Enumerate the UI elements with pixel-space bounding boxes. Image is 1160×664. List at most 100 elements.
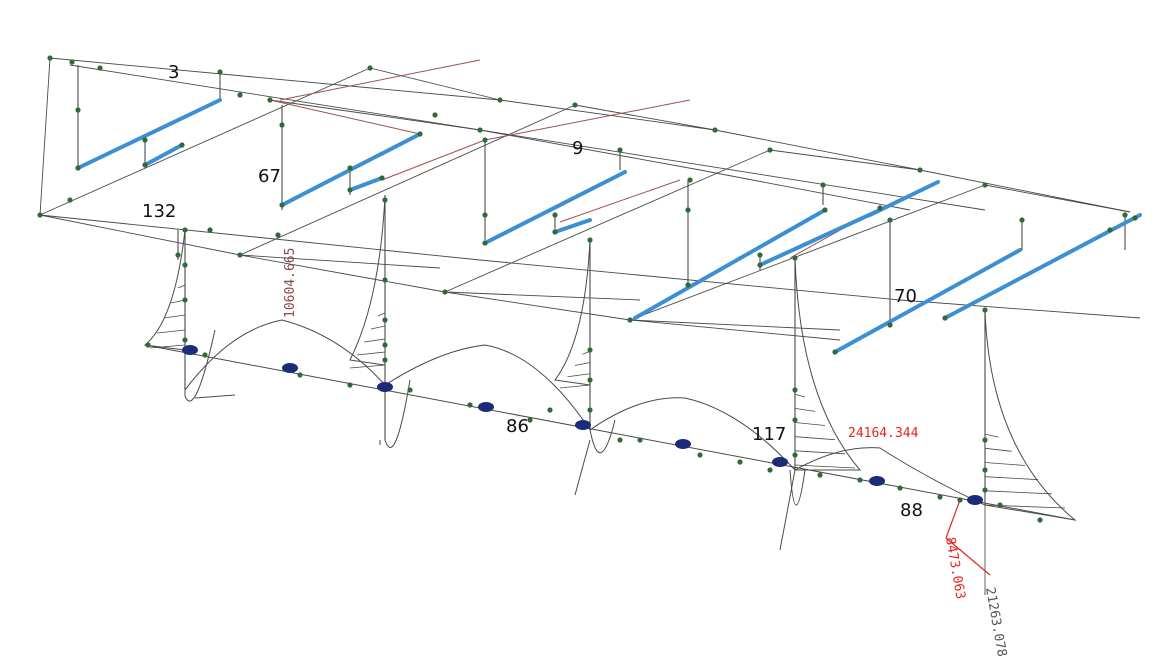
frame-edge bbox=[479, 259, 901, 301]
node bbox=[637, 437, 643, 443]
node bbox=[442, 289, 448, 295]
hatch-line bbox=[574, 362, 591, 366]
node bbox=[857, 477, 863, 483]
node bbox=[1132, 215, 1138, 221]
moment-curve bbox=[984, 309, 1077, 521]
node bbox=[182, 262, 188, 268]
node bbox=[347, 187, 353, 193]
hatch-line bbox=[156, 329, 186, 334]
node bbox=[417, 131, 423, 137]
frame-edge bbox=[39, 214, 481, 261]
node bbox=[757, 252, 763, 258]
node bbox=[145, 342, 151, 348]
node bbox=[552, 212, 558, 218]
node bbox=[832, 349, 838, 355]
node bbox=[482, 137, 488, 143]
node bbox=[217, 69, 223, 75]
node bbox=[897, 485, 903, 491]
node bbox=[37, 212, 43, 218]
node bbox=[587, 407, 593, 413]
hatch-line bbox=[377, 312, 386, 317]
moment-curve bbox=[554, 239, 591, 386]
node bbox=[482, 240, 488, 246]
member-label-9: 9 bbox=[572, 138, 583, 159]
node bbox=[382, 197, 388, 203]
hatch-line bbox=[984, 462, 1026, 466]
node bbox=[685, 207, 691, 213]
node bbox=[382, 317, 388, 323]
node bbox=[1019, 217, 1025, 223]
frame-edge bbox=[369, 67, 501, 101]
node bbox=[552, 229, 558, 235]
member-label-70: 70 bbox=[894, 286, 917, 307]
node bbox=[142, 137, 148, 143]
moment-curve bbox=[789, 469, 806, 506]
hatch-line bbox=[349, 364, 386, 369]
node bbox=[982, 437, 988, 443]
member-label-3: 3 bbox=[168, 62, 179, 83]
hatch-line bbox=[794, 407, 816, 412]
node bbox=[182, 227, 188, 233]
node bbox=[75, 107, 81, 113]
node bbox=[1037, 517, 1043, 523]
node bbox=[1107, 227, 1113, 233]
node bbox=[820, 182, 826, 188]
support-pin bbox=[478, 402, 494, 412]
frame-edge bbox=[714, 129, 921, 171]
node bbox=[182, 337, 188, 343]
callout-line bbox=[945, 499, 961, 539]
frame-edge bbox=[899, 299, 1141, 319]
node bbox=[279, 122, 285, 128]
frame-edge bbox=[39, 214, 241, 256]
node bbox=[237, 252, 243, 258]
frame-edge bbox=[629, 319, 841, 341]
frame-edge bbox=[574, 104, 716, 131]
node bbox=[737, 459, 743, 465]
blue-beam bbox=[76, 98, 222, 170]
frame-edge bbox=[239, 254, 446, 293]
hatch-line bbox=[794, 464, 856, 469]
node bbox=[297, 372, 303, 378]
member-label-132: 132 bbox=[142, 201, 176, 222]
moment-curve bbox=[384, 344, 591, 431]
node bbox=[1122, 212, 1128, 218]
support-pin bbox=[869, 476, 885, 486]
node bbox=[432, 112, 438, 118]
node bbox=[937, 494, 943, 500]
support-pin bbox=[967, 495, 983, 505]
frame-edge bbox=[984, 184, 1131, 213]
blue-beam bbox=[553, 218, 592, 234]
frame-edge bbox=[769, 149, 921, 171]
frame-edge-red bbox=[269, 99, 421, 135]
frame-edge bbox=[239, 104, 576, 256]
hatch-line bbox=[559, 384, 591, 389]
moment-curve bbox=[794, 257, 862, 471]
node bbox=[367, 65, 373, 71]
hatch-line bbox=[363, 338, 386, 343]
blue-beam bbox=[943, 213, 1142, 320]
frame-edge bbox=[499, 99, 716, 131]
hatch-line bbox=[984, 476, 1039, 481]
node bbox=[767, 147, 773, 153]
frame-edge bbox=[39, 57, 51, 216]
node bbox=[982, 307, 988, 313]
node bbox=[685, 282, 691, 288]
hatch-line bbox=[984, 433, 999, 438]
node bbox=[207, 227, 213, 233]
support-pin bbox=[575, 420, 591, 430]
frame-edge bbox=[69, 64, 986, 211]
node bbox=[627, 317, 633, 323]
frame-edge-red bbox=[381, 139, 486, 181]
moment-line bbox=[574, 439, 591, 496]
node bbox=[687, 177, 693, 183]
member-label-86: 86 bbox=[506, 416, 529, 437]
value-24164: 24164.344 bbox=[848, 426, 919, 441]
support-pin bbox=[675, 439, 691, 449]
node bbox=[982, 487, 988, 493]
hatch-line bbox=[984, 447, 1012, 452]
hatch-line bbox=[794, 422, 826, 426]
node bbox=[527, 417, 533, 423]
value-8473: 8473.063 bbox=[942, 536, 968, 600]
node bbox=[792, 387, 798, 393]
node bbox=[917, 167, 923, 173]
